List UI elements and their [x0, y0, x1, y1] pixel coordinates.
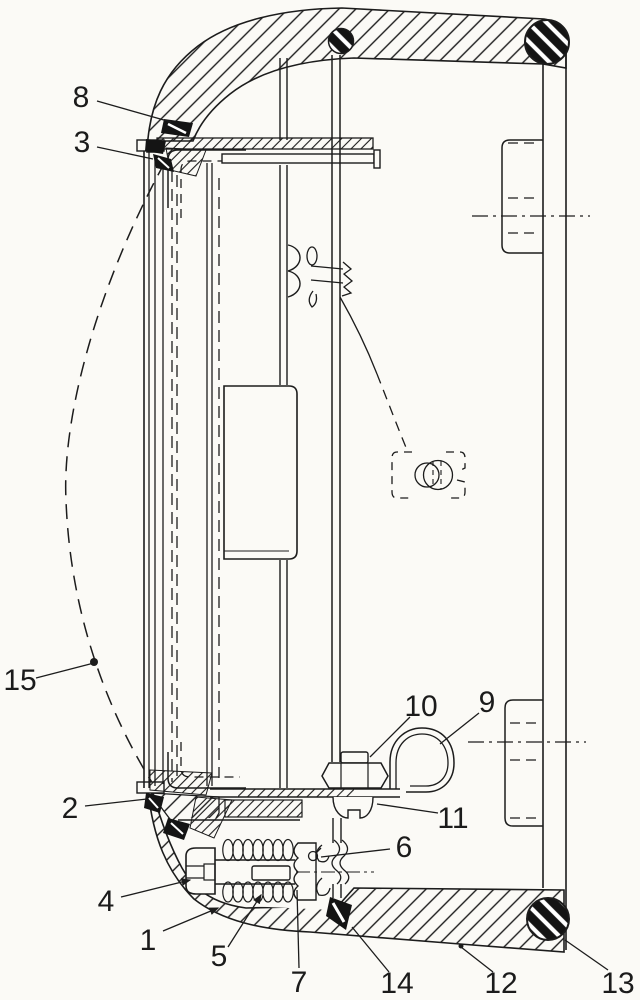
leader-3: [96, 146, 154, 160]
callout-leaders: [35, 100, 609, 973]
callout-13: 13: [601, 967, 634, 1000]
callout-4: 4: [98, 885, 115, 918]
leader-9: [439, 712, 480, 745]
bracket-lower: [504, 699, 543, 827]
mechanism-cavity: [178, 818, 332, 910]
retainer-wing-clip: [307, 839, 350, 896]
adjusting-screw-head: [185, 847, 216, 895]
wire-hook-clip: [389, 727, 455, 793]
bracket-upper: [501, 139, 543, 254]
hex-nut: [321, 762, 389, 789]
lower-fasteners: [210, 727, 455, 930]
callout-numbers: 1 2 3 4 5 6 7 8 9 10 11 12 13 14 15: [3, 81, 634, 1000]
callout-7: 7: [291, 966, 308, 999]
wire-path-hidden: [376, 373, 408, 451]
grommet-bottom-right: [526, 897, 570, 941]
seal-wedge-3: [145, 139, 166, 154]
phantom-lens-circle: [64, 161, 166, 793]
grommet-top-right: [524, 19, 570, 65]
rod-spring-clip: [306, 246, 354, 308]
callout-10: 10: [404, 690, 437, 723]
leader-2: [84, 798, 148, 807]
leader-8: [96, 100, 172, 123]
callout-15: 15: [3, 664, 36, 697]
leader-4: [120, 878, 192, 898]
bulb-socket-domes: [287, 244, 301, 298]
callout-6: 6: [396, 831, 413, 864]
support-arm: [221, 153, 375, 164]
bulb-shield-box: [223, 385, 298, 560]
callout-3: 3: [74, 126, 91, 159]
callout-1: 1: [140, 924, 157, 957]
callout-8: 8: [73, 81, 90, 114]
leader-6: [320, 848, 391, 858]
callout-11: 11: [437, 802, 468, 835]
callout-2: 2: [62, 792, 79, 825]
wire-path-solid: [339, 296, 378, 375]
shaft-window: [251, 865, 291, 881]
callout-9: 9: [479, 686, 496, 719]
callout-5: 5: [211, 940, 228, 973]
leader-13: [564, 939, 609, 971]
support-arm-end-cap: [373, 149, 381, 169]
cavity-top-hatch: [224, 799, 303, 818]
leader-10: [369, 716, 411, 758]
leader-7: [296, 889, 300, 969]
gasket-seals: [144, 119, 233, 840]
hidden-fastener-detail: [391, 451, 466, 499]
leader-11: [376, 803, 439, 814]
adjusting-rod-assembly: [306, 55, 408, 762]
leader-12: [460, 946, 494, 973]
tension-spring: [222, 838, 294, 903]
housing-joint-fastener: [327, 27, 355, 55]
leader-12-dot: [458, 943, 464, 949]
leader-15-dot: [90, 658, 98, 666]
castellated-washer: [332, 796, 374, 819]
nut-cap: [340, 751, 369, 764]
phantom-arc: [64, 161, 166, 793]
leader-1: [162, 907, 220, 932]
adjuster-mechanism: [178, 799, 374, 910]
callout-14: 14: [380, 967, 413, 1000]
leader-14: [351, 926, 390, 973]
lamp-housing-section: [146, 7, 570, 953]
mounting-brackets: [468, 139, 590, 827]
leader-15: [35, 662, 95, 679]
leader-5: [227, 893, 262, 948]
callout-12: 12: [484, 967, 517, 1000]
